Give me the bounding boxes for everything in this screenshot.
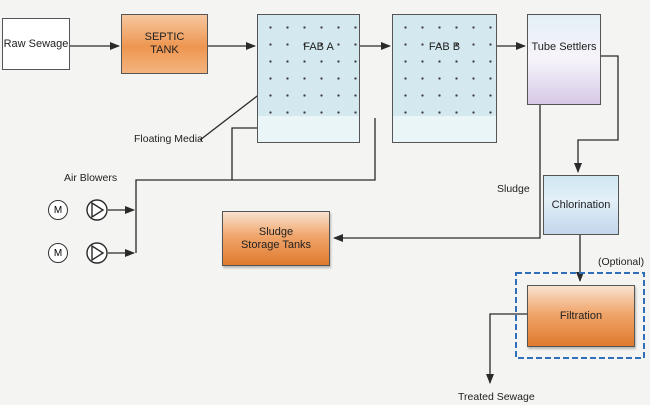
filtration-box: Filtration <box>527 285 635 347</box>
treated-sewage-label: Treated Sewage <box>458 391 535 403</box>
fab-a-label: FAB A <box>303 41 334 53</box>
air-line-to-faba <box>231 127 262 180</box>
motor-icon-2: M <box>48 243 68 263</box>
blower-fan-2-triangle <box>91 244 105 262</box>
air-line-to-fabb <box>135 118 376 195</box>
arrow-sludge-to-storage <box>333 105 541 242</box>
septic-tank-label-2: TANK <box>150 44 179 56</box>
fab-a-water <box>258 116 359 142</box>
sludge-storage-box: Sludge Storage Tanks <box>222 211 330 266</box>
blower-fan-1-triangle <box>91 201 105 219</box>
air-blowers-label: Air Blowers <box>64 172 118 184</box>
optional-dashed-frame <box>515 272 645 359</box>
arrow-filt-to-treated <box>486 313 527 384</box>
fab-b-water <box>393 116 496 142</box>
chlorination-box: Chlorination <box>543 175 619 235</box>
motor-icon-1: M <box>48 200 68 220</box>
fab-b-label: FAB B <box>428 41 461 53</box>
sludge-storage-label-2: Storage Tanks <box>240 238 312 251</box>
raw-sewage-box: Raw Sewage <box>2 18 70 70</box>
fab-a-tank: FAB A <box>257 14 360 143</box>
chlorination-label: Chlorination <box>551 198 611 211</box>
motor-1-label: M <box>53 204 63 216</box>
tube-settlers-box: Tube Settlers <box>527 14 601 105</box>
raw-sewage-label: Raw Sewage <box>3 37 69 50</box>
filtration-label: Filtration <box>559 309 603 322</box>
septic-tank-label-1: SEPTIC <box>144 31 185 44</box>
sludge-storage-label-1: Sludge <box>258 225 294 238</box>
optional-label: (Optional) <box>598 256 645 268</box>
septic-tank-box: SEPTIC TANK <box>121 14 208 74</box>
sludge-label: Sludge <box>497 183 530 195</box>
tube-settlers-label: Tube Settlers <box>531 41 597 53</box>
fab-b-tank: FAB B <box>392 14 497 143</box>
arrow-tube-to-chlor <box>574 55 619 173</box>
motor-2-label: M <box>53 247 63 259</box>
floating-media-label: Floating Media <box>134 133 203 145</box>
